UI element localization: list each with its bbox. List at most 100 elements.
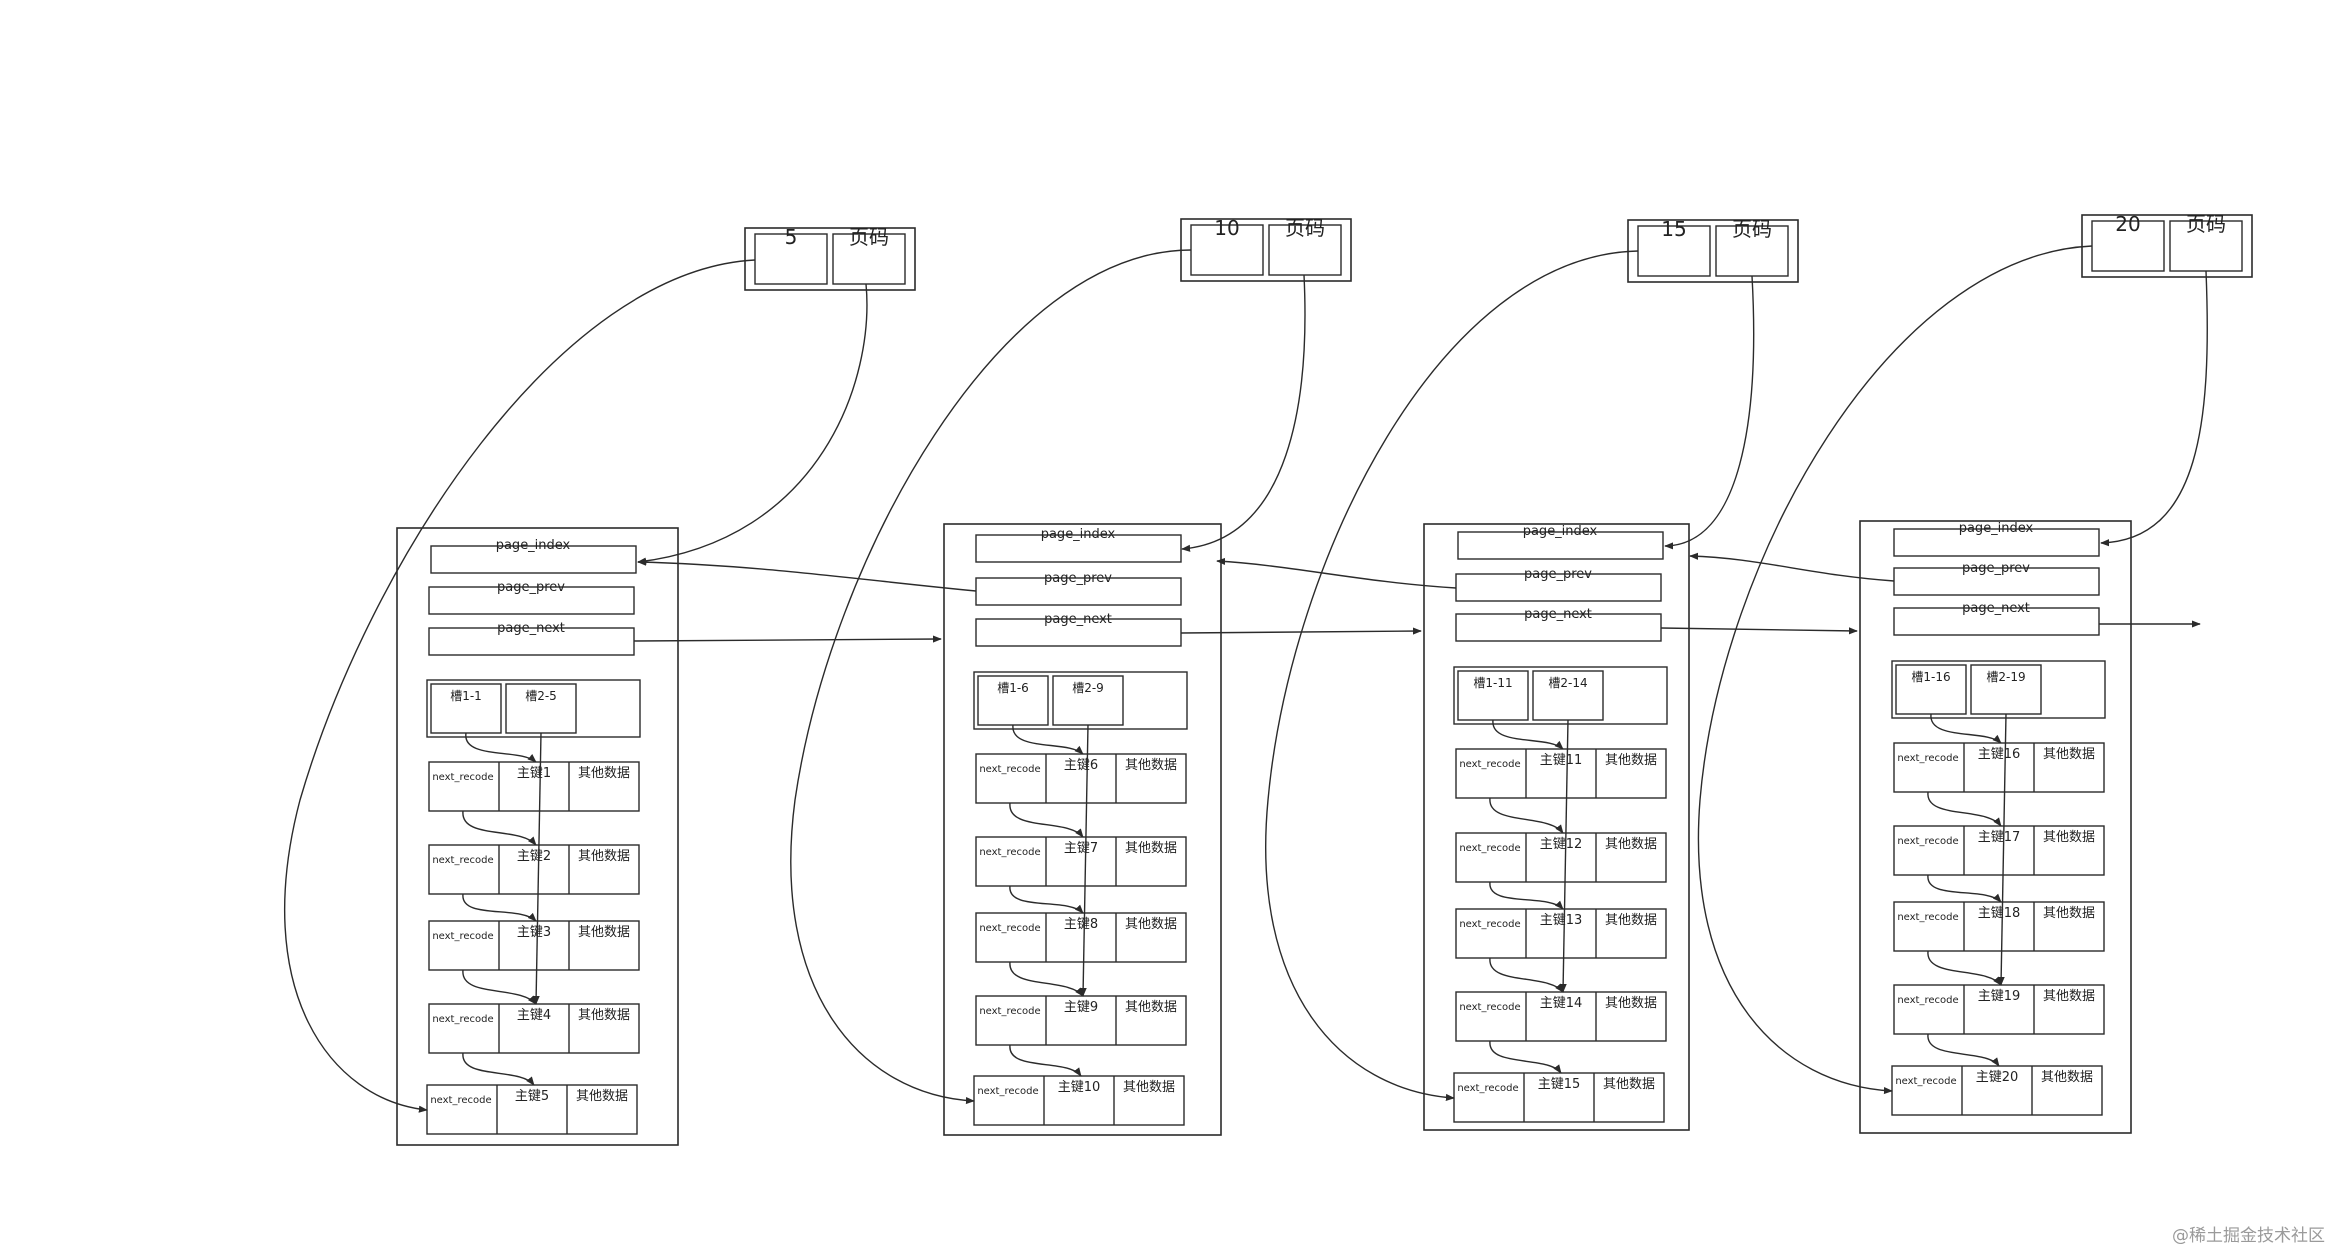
page-next-field xyxy=(428,627,635,656)
svg-text:主键19: 主键19 xyxy=(1978,989,2021,1004)
svg-text:槽1-11: 槽1-11 xyxy=(1473,676,1512,690)
svg-text:槽2-5: 槽2-5 xyxy=(525,689,557,703)
svg-text:主键8: 主键8 xyxy=(1064,917,1098,932)
record-row xyxy=(1453,1072,1665,1123)
svg-text:其他数据: 其他数据 xyxy=(1125,841,1177,856)
svg-text:其他数据: 其他数据 xyxy=(1605,753,1657,768)
record-row xyxy=(975,753,1187,804)
svg-text:page_index: page_index xyxy=(1041,527,1116,542)
slot-2 xyxy=(1970,664,2042,715)
svg-text:主键11: 主键11 xyxy=(1540,753,1583,768)
svg-text:page_index: page_index xyxy=(496,538,571,553)
svg-text:page_prev: page_prev xyxy=(1524,567,1592,582)
slot-2 xyxy=(1532,670,1604,721)
page-index-field xyxy=(1457,531,1664,560)
svg-text:其他数据: 其他数据 xyxy=(2043,989,2095,1004)
svg-text:主键18: 主键18 xyxy=(1978,906,2021,921)
svg-text:next_recode: next_recode xyxy=(1897,836,1958,847)
svg-text:next_recode: next_recode xyxy=(1895,1076,1956,1087)
directory-key: 5 xyxy=(785,225,798,249)
data-page-4: page_index page_prev page_next 槽1-16 槽2-… xyxy=(1859,520,2132,1134)
svg-text:next_recode: next_recode xyxy=(1459,919,1520,930)
svg-text:主键2: 主键2 xyxy=(517,849,551,864)
svg-text:next_recode: next_recode xyxy=(979,847,1040,858)
svg-text:next_recode: next_recode xyxy=(1897,995,1958,1006)
svg-text:其他数据: 其他数据 xyxy=(1605,996,1657,1011)
record-row xyxy=(428,1003,640,1054)
page-link-arrows xyxy=(633,552,2201,643)
page-next-field xyxy=(1455,613,1662,642)
record-row xyxy=(1893,825,2105,876)
record-row xyxy=(973,1075,1185,1126)
svg-text:next_recode: next_recode xyxy=(432,931,493,942)
svg-text:其他数据: 其他数据 xyxy=(1605,837,1657,852)
slot-1 xyxy=(1895,664,1967,715)
record-row xyxy=(1891,1065,2103,1116)
page-pointer-arrows xyxy=(637,270,2208,565)
svg-text:next_recode: next_recode xyxy=(1457,1083,1518,1094)
slot-2 xyxy=(505,683,577,734)
directory-key: 20 xyxy=(2115,212,2140,236)
svg-text:page_prev: page_prev xyxy=(1962,561,2030,576)
svg-text:page_next: page_next xyxy=(1524,607,1592,622)
directory-key: 10 xyxy=(1214,216,1239,240)
svg-text:next_recode: next_recode xyxy=(1459,843,1520,854)
page-prev-field xyxy=(1893,567,2100,596)
record-row xyxy=(1893,742,2105,793)
key-pointer-arrows xyxy=(284,245,2093,1113)
svg-text:next_recode: next_recode xyxy=(1897,753,1958,764)
svg-text:主键7: 主键7 xyxy=(1064,841,1098,856)
directory-entry-1: 5 页码 xyxy=(744,225,916,291)
svg-text:主键20: 主键20 xyxy=(1976,1070,2019,1085)
svg-text:其他数据: 其他数据 xyxy=(2043,906,2095,921)
svg-text:主键5: 主键5 xyxy=(515,1089,549,1104)
slot-1 xyxy=(430,683,502,734)
svg-text:其他数据: 其他数据 xyxy=(1125,1000,1177,1015)
svg-text:page_prev: page_prev xyxy=(497,580,565,595)
record-row xyxy=(1455,908,1667,959)
directory-key: 15 xyxy=(1661,217,1686,241)
watermark-text: @稀土掘金技术社区 xyxy=(2172,1226,2325,1246)
slot-1 xyxy=(977,675,1049,726)
record-row xyxy=(975,836,1187,887)
svg-text:其他数据: 其他数据 xyxy=(2043,747,2095,762)
svg-text:next_recode: next_recode xyxy=(1897,912,1958,923)
directory-entry-3: 15 页码 xyxy=(1627,217,1799,283)
svg-text:其他数据: 其他数据 xyxy=(2043,830,2095,845)
svg-text:主键1: 主键1 xyxy=(517,766,551,781)
slot-1 xyxy=(1457,670,1529,721)
svg-text:next_recode: next_recode xyxy=(432,855,493,866)
svg-text:主键15: 主键15 xyxy=(1538,1077,1581,1092)
svg-text:其他数据: 其他数据 xyxy=(1605,913,1657,928)
svg-text:主键14: 主键14 xyxy=(1540,996,1583,1011)
svg-text:主键12: 主键12 xyxy=(1540,837,1583,852)
svg-text:其他数据: 其他数据 xyxy=(1125,917,1177,932)
record-row xyxy=(1893,984,2105,1035)
svg-text:next_recode: next_recode xyxy=(1459,759,1520,770)
svg-text:next_recode: next_recode xyxy=(979,1006,1040,1017)
data-page-2: page_index page_prev page_next 槽1-6 槽2-9… xyxy=(943,523,1222,1136)
svg-text:page_index: page_index xyxy=(1959,521,2034,536)
svg-text:槽2-19: 槽2-19 xyxy=(1986,670,2025,684)
svg-text:主键10: 主键10 xyxy=(1058,1080,1101,1095)
directory-page-label: 页码 xyxy=(849,225,889,249)
svg-text:其他数据: 其他数据 xyxy=(1125,758,1177,773)
directory-page-label: 页码 xyxy=(1732,217,1772,241)
svg-text:其他数据: 其他数据 xyxy=(578,766,630,781)
record-row xyxy=(1455,748,1667,799)
svg-text:主键3: 主键3 xyxy=(517,925,551,940)
svg-text:next_recode: next_recode xyxy=(430,1095,491,1106)
svg-text:next_recode: next_recode xyxy=(979,764,1040,775)
svg-text:槽2-9: 槽2-9 xyxy=(1072,681,1104,695)
svg-text:page_prev: page_prev xyxy=(1044,571,1112,586)
directory-entry-4: 20 页码 xyxy=(2081,212,2253,278)
svg-text:next_recode: next_recode xyxy=(432,1014,493,1025)
svg-text:主键6: 主键6 xyxy=(1064,758,1098,773)
record-row xyxy=(428,844,640,895)
slot-2 xyxy=(1052,675,1124,726)
page-next-field xyxy=(1893,607,2100,636)
svg-text:主键16: 主键16 xyxy=(1978,747,2021,762)
svg-text:page_next: page_next xyxy=(497,621,565,636)
record-row xyxy=(428,920,640,971)
